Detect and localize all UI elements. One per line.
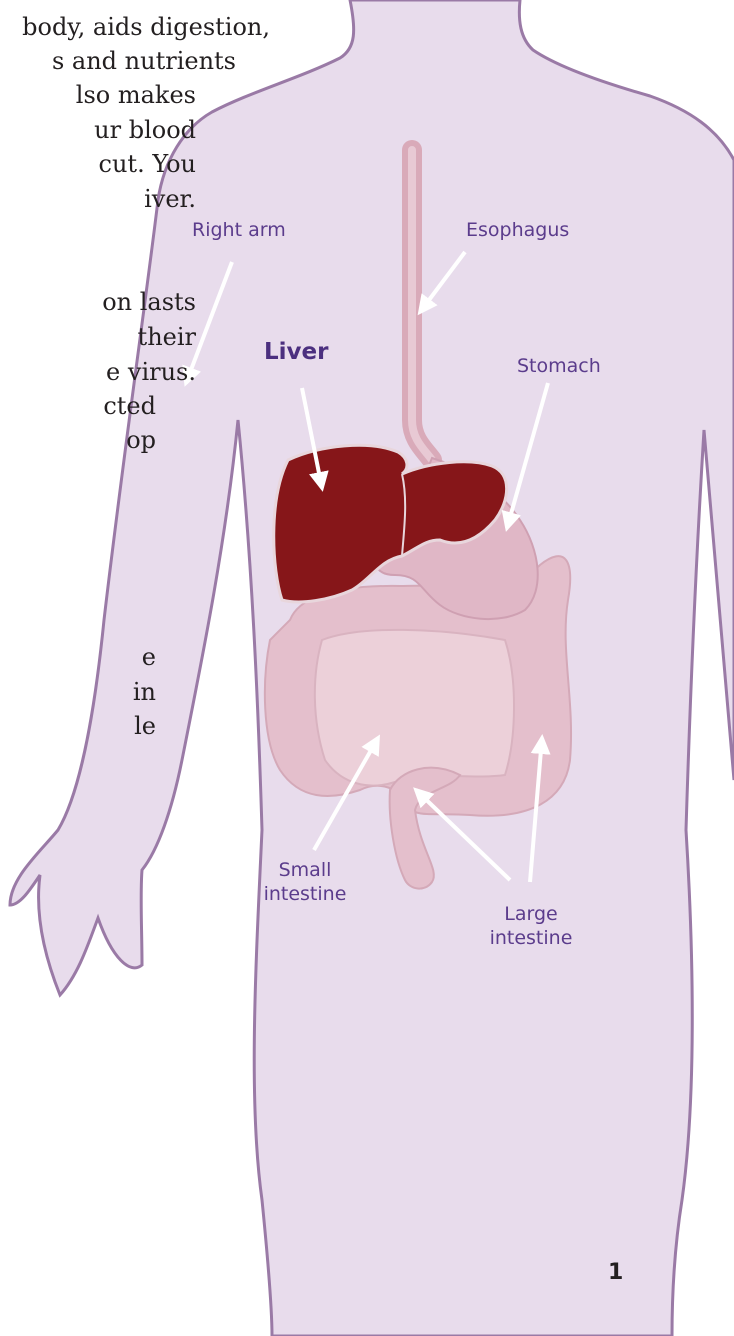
label-small-intestine-line1: Small bbox=[250, 858, 360, 882]
label-stomach: Stomach bbox=[517, 354, 601, 378]
label-esophagus: Esophagus bbox=[466, 218, 569, 242]
text-line: s and nutrients bbox=[0, 44, 236, 78]
text-line: op bbox=[0, 423, 156, 457]
text-line: le bbox=[0, 709, 156, 743]
label-large-intestine-line1: Large bbox=[476, 902, 586, 926]
small-intestine-shape bbox=[315, 630, 514, 786]
label-small-intestine: Small intestine bbox=[250, 858, 360, 906]
text-line: e virus. bbox=[0, 355, 196, 389]
text-line: body, aids digestion, bbox=[0, 10, 270, 44]
text-line: cut. You bbox=[0, 147, 196, 181]
label-large-intestine: Large intestine bbox=[476, 902, 586, 950]
text-line: cted bbox=[0, 389, 156, 423]
text-line: ur blood bbox=[0, 113, 196, 147]
text-line: on lasts bbox=[0, 285, 196, 319]
label-small-intestine-line2: intestine bbox=[250, 882, 360, 906]
label-liver: Liver bbox=[264, 340, 328, 364]
page-number: 1 bbox=[608, 1260, 623, 1285]
text-line: lso makes bbox=[0, 78, 196, 112]
text-line: in bbox=[0, 675, 156, 709]
label-large-intestine-line2: intestine bbox=[476, 926, 586, 950]
text-line: e bbox=[0, 640, 156, 674]
label-right-arm: Right arm bbox=[192, 218, 286, 242]
text-line: their bbox=[0, 320, 196, 354]
text-line: iver. bbox=[0, 182, 196, 216]
